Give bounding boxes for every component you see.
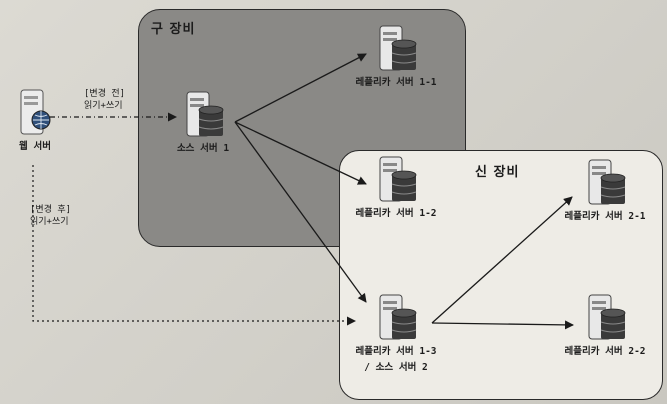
after-change-annotation: [변경 후] 읽기+쓰기: [30, 205, 71, 228]
db-server-icon: [588, 294, 626, 340]
after-change-text: 읽기+쓰기: [30, 216, 69, 227]
web-server-label: 웹 서버: [19, 141, 51, 152]
replica-server-1-3-node: 레플리카 서버 1-3 / 소스 서버 2: [336, 293, 456, 373]
before-change-annotation: [변경 전] 읽기+쓰기: [84, 89, 125, 112]
replica-server-2-1-node: 레플리카 서버 2-1: [545, 158, 665, 224]
source-server-2-label: / 소스 서버 2: [364, 361, 428, 373]
replica-server-1-2-node: 레플리카 서버 1-2: [336, 155, 456, 221]
arrow-replica13-to-replica22: [431, 320, 574, 330]
source-server-1-node: 소스 서버 1: [143, 90, 263, 156]
before-change-tag: [변경 전]: [84, 89, 126, 99]
db-server-icon: [186, 91, 224, 137]
replica-server-1-3-label: 레플리카 서버 1-3: [355, 346, 437, 357]
arrow-source1-to-replica13: [234, 121, 367, 303]
replica-server-2-2-label: 레플리카 서버 2-2: [564, 346, 646, 357]
new-equipment-label: 신 장비: [475, 165, 520, 180]
replica-server-1-1-label: 레플리카 서버 1-1: [355, 77, 437, 88]
old-equipment-label: 구 장비: [151, 22, 196, 37]
after-change-arrow: [32, 165, 356, 326]
db-server-icon: [379, 156, 417, 202]
web-server-icon: [20, 89, 51, 135]
before-change-text: 읽기+쓰기: [84, 100, 123, 111]
arrow-source1-to-replica12: [234, 121, 367, 185]
replica-server-2-1-label: 레플리카 서버 2-1: [564, 211, 646, 222]
replica-server-1-2-label: 레플리카 서버 1-2: [355, 208, 437, 219]
arrow-source1-to-replica11: [234, 53, 367, 123]
replica-server-2-2-node: 레플리카 서버 2-2: [545, 293, 665, 359]
db-server-icon: [379, 25, 417, 71]
arrow-replica13-to-replica21: [431, 196, 573, 324]
db-server-icon: [379, 294, 417, 340]
source-server-1-label: 소스 서버 1: [176, 143, 230, 154]
db-server-icon: [588, 159, 626, 205]
replica-server-1-1-node: 레플리카 서버 1-1: [336, 24, 456, 90]
web-server-node: 웹 서버: [0, 88, 95, 154]
after-change-tag: [변경 후]: [30, 205, 72, 215]
